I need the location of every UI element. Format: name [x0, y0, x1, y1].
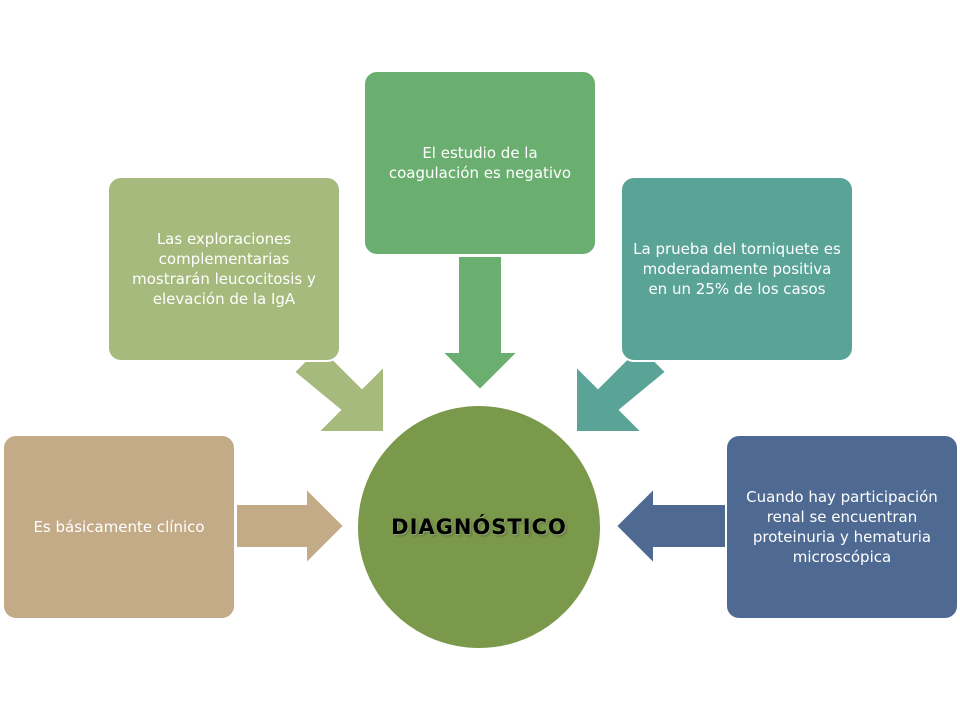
center-label: DIAGNÓSTICO [391, 515, 567, 539]
center-circle: DIAGNÓSTICO [356, 404, 602, 650]
box-right: Cuando hay participación renal se encuen… [725, 434, 959, 620]
box-upper-right-text: La prueba del torniquete es moderadament… [633, 240, 841, 298]
box-left: Es básicamente clínico [2, 434, 236, 620]
box-left-text: Es básicamente clínico [33, 518, 205, 536]
box-top-text: El estudio de la coagulación es negativo [388, 144, 572, 182]
box-upper-left: Las exploraciones complementarias mostra… [107, 176, 341, 362]
box-right-text: Cuando hay participación renal se encuen… [746, 488, 938, 566]
box-upper-left-text: Las exploraciones complementarias mostra… [132, 230, 316, 308]
arrow-right [614, 485, 727, 567]
box-top: El estudio de la coagulación es negativo [363, 70, 597, 256]
arrow-left [235, 485, 346, 567]
arrow-top [439, 255, 521, 392]
box-upper-right: La prueba del torniquete es moderadament… [620, 176, 854, 362]
